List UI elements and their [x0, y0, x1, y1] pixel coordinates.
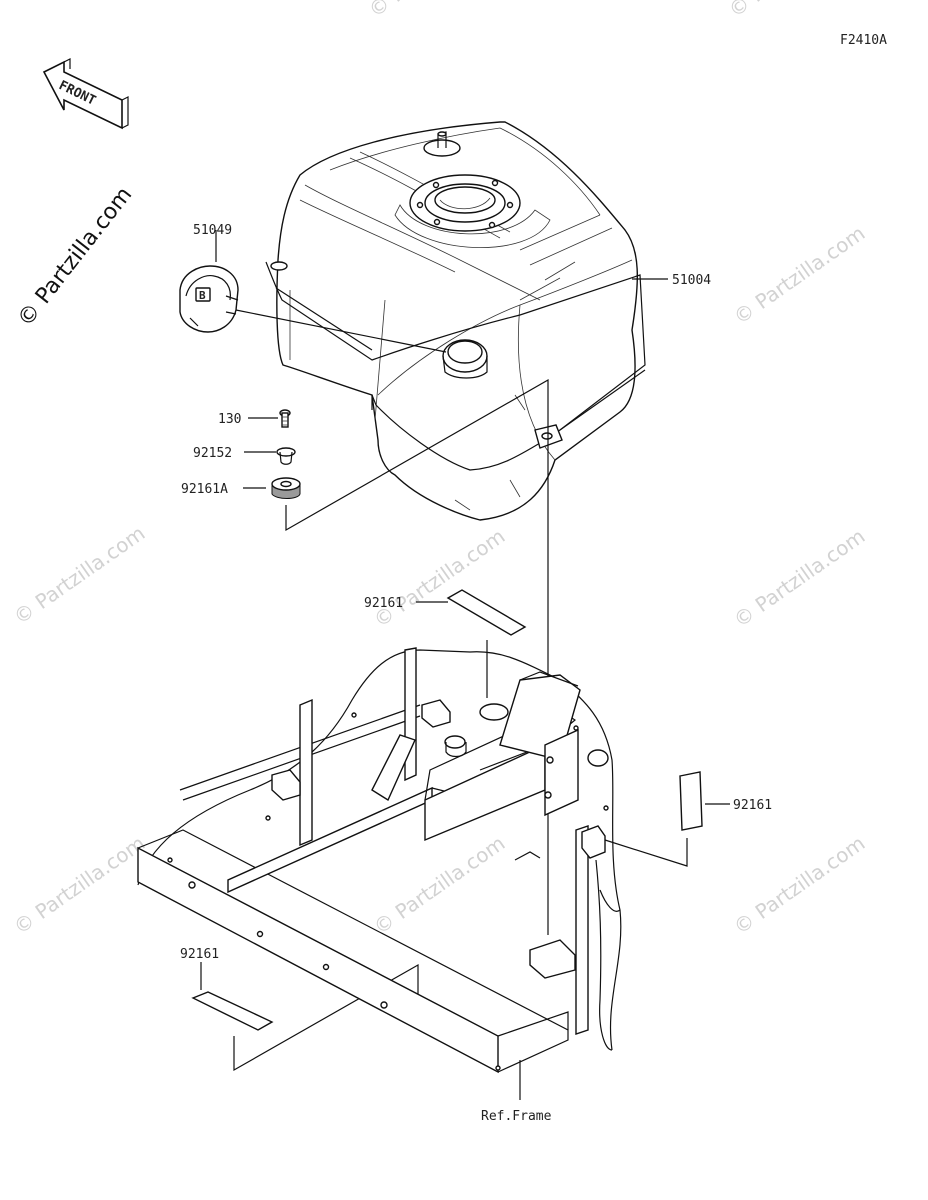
watermark-side: © Partzilla.com: [13, 183, 137, 332]
callout-92152: 92152: [193, 446, 232, 461]
watermark-tile: © Partzilla.com: [9, 831, 149, 939]
watermark-tile: © Partzilla.com: [724, 0, 864, 22]
collar: [276, 447, 296, 465]
watermark-tile: © Partzilla.com: [9, 521, 149, 629]
callout-51049: 51049: [193, 223, 232, 238]
fuel-cap: B: [179, 265, 239, 333]
damper: [271, 477, 301, 499]
callout-92161-right: 92161: [733, 798, 772, 813]
watermark-tile: © Partzilla.com: [729, 831, 869, 939]
watermark-tile: © Partzilla.com: [364, 0, 504, 22]
vehicle-frame: [137, 647, 622, 1100]
diagram-id: F2410A: [840, 33, 887, 48]
watermark-tile: © Partzilla.com: [729, 221, 869, 329]
leader-line-hardware: [285, 378, 549, 935]
leader-line-pad-bottom-down: [233, 963, 419, 1072]
front-arrow-icon: FRONT: [42, 58, 129, 130]
watermark-tile: © Partzilla.com: [729, 524, 869, 632]
svg-text:B: B: [199, 289, 206, 302]
fuel-tank: [265, 121, 646, 521]
watermark-tile: © Partzilla.com: [369, 831, 509, 939]
callout-130: 130: [218, 412, 241, 427]
leader-line-pad-right-down: [604, 838, 688, 867]
front-arrow-label: FRONT: [56, 78, 98, 109]
callout-92161A: 92161A: [181, 482, 228, 497]
callout-51004: 51004: [672, 273, 711, 288]
callout-ref-frame: Ref.Frame: [481, 1109, 552, 1124]
leader-line-cap-to-neck: [235, 309, 447, 353]
pad-top: [446, 589, 527, 636]
pad-right: [679, 771, 703, 831]
callout-92161-bottom: 92161: [180, 947, 219, 962]
pad-bottom: [191, 991, 274, 1031]
bolt: [279, 409, 291, 428]
callout-92161-top: 92161: [364, 596, 403, 611]
